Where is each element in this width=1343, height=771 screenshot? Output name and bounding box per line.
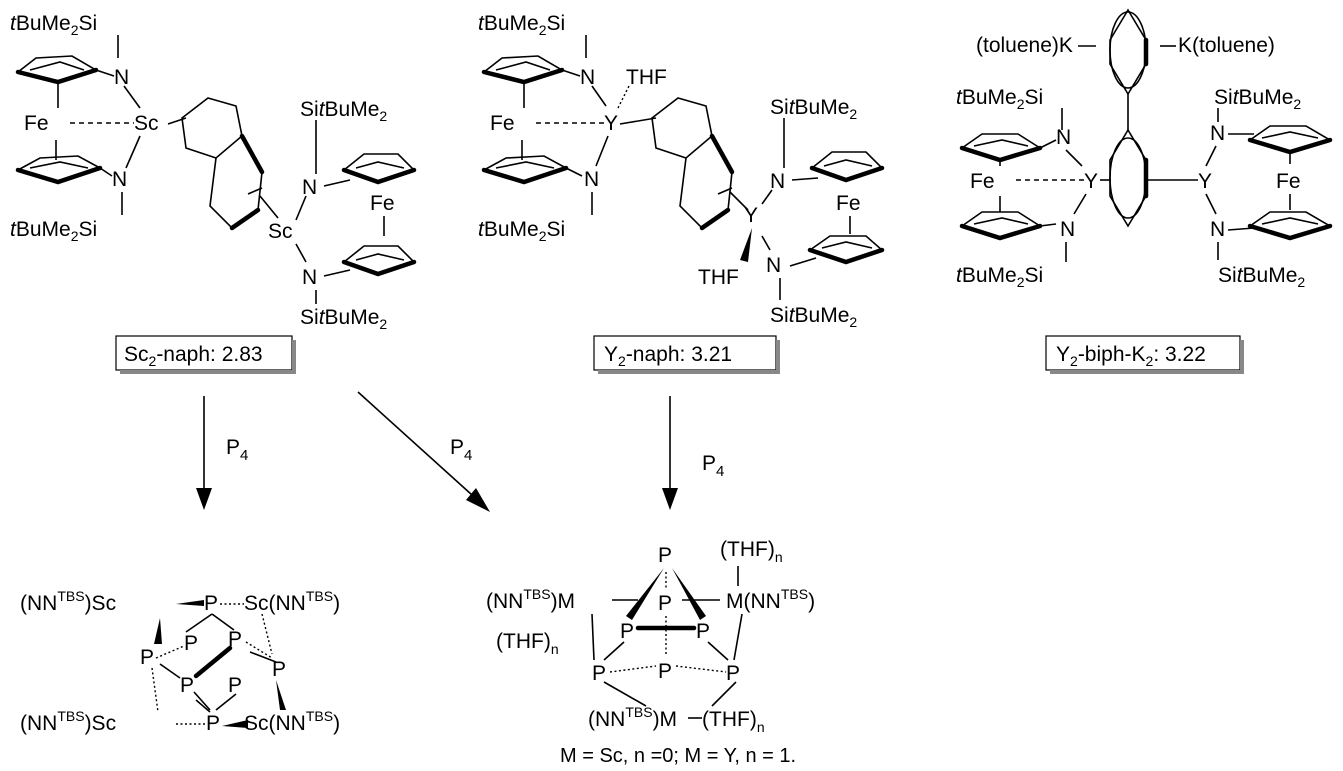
sc-nntbs-br: Sc(NNTBS): [244, 708, 340, 735]
reagent-p4: P4: [702, 452, 724, 480]
thf-n-top: (THF)n: [720, 538, 783, 565]
y-atom: Y: [1084, 170, 1098, 193]
thf-label: THF: [626, 66, 667, 89]
cp-ring-top-right: [809, 151, 885, 183]
silyl-label: tBuMe2Si: [956, 86, 1043, 112]
complex-y2-biph-k2: (toluene)K K(toluene) tBuMe2Si N Fe Y: [956, 8, 1333, 374]
silyl-label: tBuMe2Si: [478, 12, 565, 38]
cp-ring-bottom-left: [481, 155, 569, 185]
n-atom: N: [302, 176, 317, 199]
metal-note: M = Sc, n =0; M = Y, n = 1.: [560, 745, 796, 767]
p-atom: P: [272, 658, 286, 681]
p-atom: P: [726, 662, 740, 685]
n-atom: N: [112, 168, 127, 191]
p-atom: P: [180, 674, 194, 697]
sc-nntbs-tr: Sc(NNTBS): [244, 588, 340, 615]
n-atom: N: [302, 266, 317, 289]
p-atom: P: [140, 646, 154, 669]
reagent-p4: P4: [226, 436, 248, 464]
p-atom: P: [658, 660, 672, 683]
p-atom: P: [696, 620, 710, 643]
cp-ring-bottom-right: [1247, 211, 1333, 241]
arrow-diagonal: [357, 391, 490, 512]
cp-ring-bottom-right: [807, 235, 885, 265]
p-atom: P: [658, 592, 672, 615]
silyl-label: SitBuMe2: [770, 304, 857, 330]
p-atom: P: [228, 674, 242, 697]
silyl-label: SitBuMe2: [1218, 264, 1305, 290]
fe-atom: Fe: [970, 170, 995, 193]
silyl-label: tBuMe2Si: [956, 264, 1043, 290]
n-atom: N: [1210, 218, 1225, 241]
m-nntbs-bottom: (NNTBS)M: [588, 704, 677, 731]
silyl-label: tBuMe2Si: [478, 218, 565, 244]
n-atom: N: [1210, 122, 1225, 145]
product-m-p-cluster: (NNTBS)M M(NNTBS) (THF)n (THF)n P P P P …: [486, 538, 815, 767]
silyl-label: SitBuMe2: [770, 96, 857, 122]
product-sc-p-cage: (NNTBS)Sc Sc(NNTBS) (NNTBS)Sc Sc(NNTBS) …: [20, 588, 340, 735]
p-atom: P: [228, 628, 242, 651]
sc-atom-left: Sc: [134, 112, 159, 135]
cp-ring-top-right: [1247, 125, 1333, 155]
fe-atom: Fe: [370, 192, 395, 215]
naphthalene: [167, 97, 265, 231]
cp-ring-top-right: [341, 153, 417, 185]
fe-atom: Fe: [836, 192, 861, 215]
cp-ring-top-left: [481, 55, 565, 85]
n-atom: N: [580, 66, 595, 89]
m-nntbs-right: M(NNTBS): [726, 586, 815, 613]
k-toluene-right: K(toluene): [1178, 34, 1275, 57]
m-nntbs-left: (NNTBS)M: [486, 586, 575, 613]
cp-ring-bottom-left: [959, 211, 1043, 241]
caption-y2-biph-k2: Y2-biph-K2: 3.22: [1056, 343, 1206, 369]
fe-atom: Fe: [1276, 170, 1301, 193]
p-atom: P: [592, 662, 606, 685]
thf-label: THF: [698, 266, 739, 289]
complex-sc2-naph: N tBuMe2Si Fe Sc N tBuMe2Si: [10, 12, 417, 374]
caption-y2-naph: Y2-naph: 3.21: [604, 343, 732, 369]
p-atom: P: [658, 544, 672, 567]
sc-nntbs-bl: (NNTBS)Sc: [20, 708, 116, 735]
thf-n-left: (THF)n: [496, 630, 559, 657]
p-atom: P: [620, 620, 634, 643]
fe-atom: Fe: [490, 112, 515, 135]
n-atom: N: [1056, 126, 1071, 149]
y-atom: Y: [744, 204, 758, 227]
fe-atom: Fe: [24, 112, 49, 135]
k-toluene-left: (toluene)K: [976, 34, 1073, 57]
n-atom: N: [584, 168, 599, 191]
n-atom: N: [766, 254, 781, 277]
n-atom: N: [1060, 218, 1075, 241]
silyl-label: tBuMe2Si: [10, 12, 97, 38]
cp-ring-bottom-left: [15, 155, 103, 185]
p-atom: P: [184, 632, 198, 655]
cp-ring-bottom-right: [341, 245, 417, 277]
sc-atom-right: Sc: [268, 220, 293, 243]
cp-ring-top-left: [15, 55, 99, 85]
reagent-p4: P4: [450, 436, 472, 464]
silyl-label: SitBuMe2: [300, 306, 387, 332]
n-atom: N: [770, 170, 785, 193]
cp-ring-top-left: [959, 133, 1043, 163]
silyl-label: SitBuMe2: [1214, 86, 1301, 112]
caption-sc2-naph: Sc2-naph: 2.83: [124, 343, 263, 369]
biphenyl: [1109, 8, 1149, 228]
y-atom: Y: [1198, 170, 1212, 193]
naphthalene: [619, 97, 735, 231]
y-atom: Y: [604, 112, 618, 135]
p-atom: P: [206, 712, 220, 735]
silyl-label: tBuMe2Si: [10, 218, 97, 244]
complex-y2-naph: N tBuMe2Si Fe Y THF N tBuMe2Si: [478, 12, 885, 374]
thf-n-bottom: (THF)n: [702, 708, 765, 735]
p-atom: P: [204, 592, 218, 615]
arrow-right: [662, 396, 678, 510]
silyl-label: SitBuMe2: [300, 98, 387, 124]
n-atom: N: [114, 66, 129, 89]
sc-nntbs-tl: (NNTBS)Sc: [20, 588, 116, 615]
arrow-left: [196, 396, 212, 510]
